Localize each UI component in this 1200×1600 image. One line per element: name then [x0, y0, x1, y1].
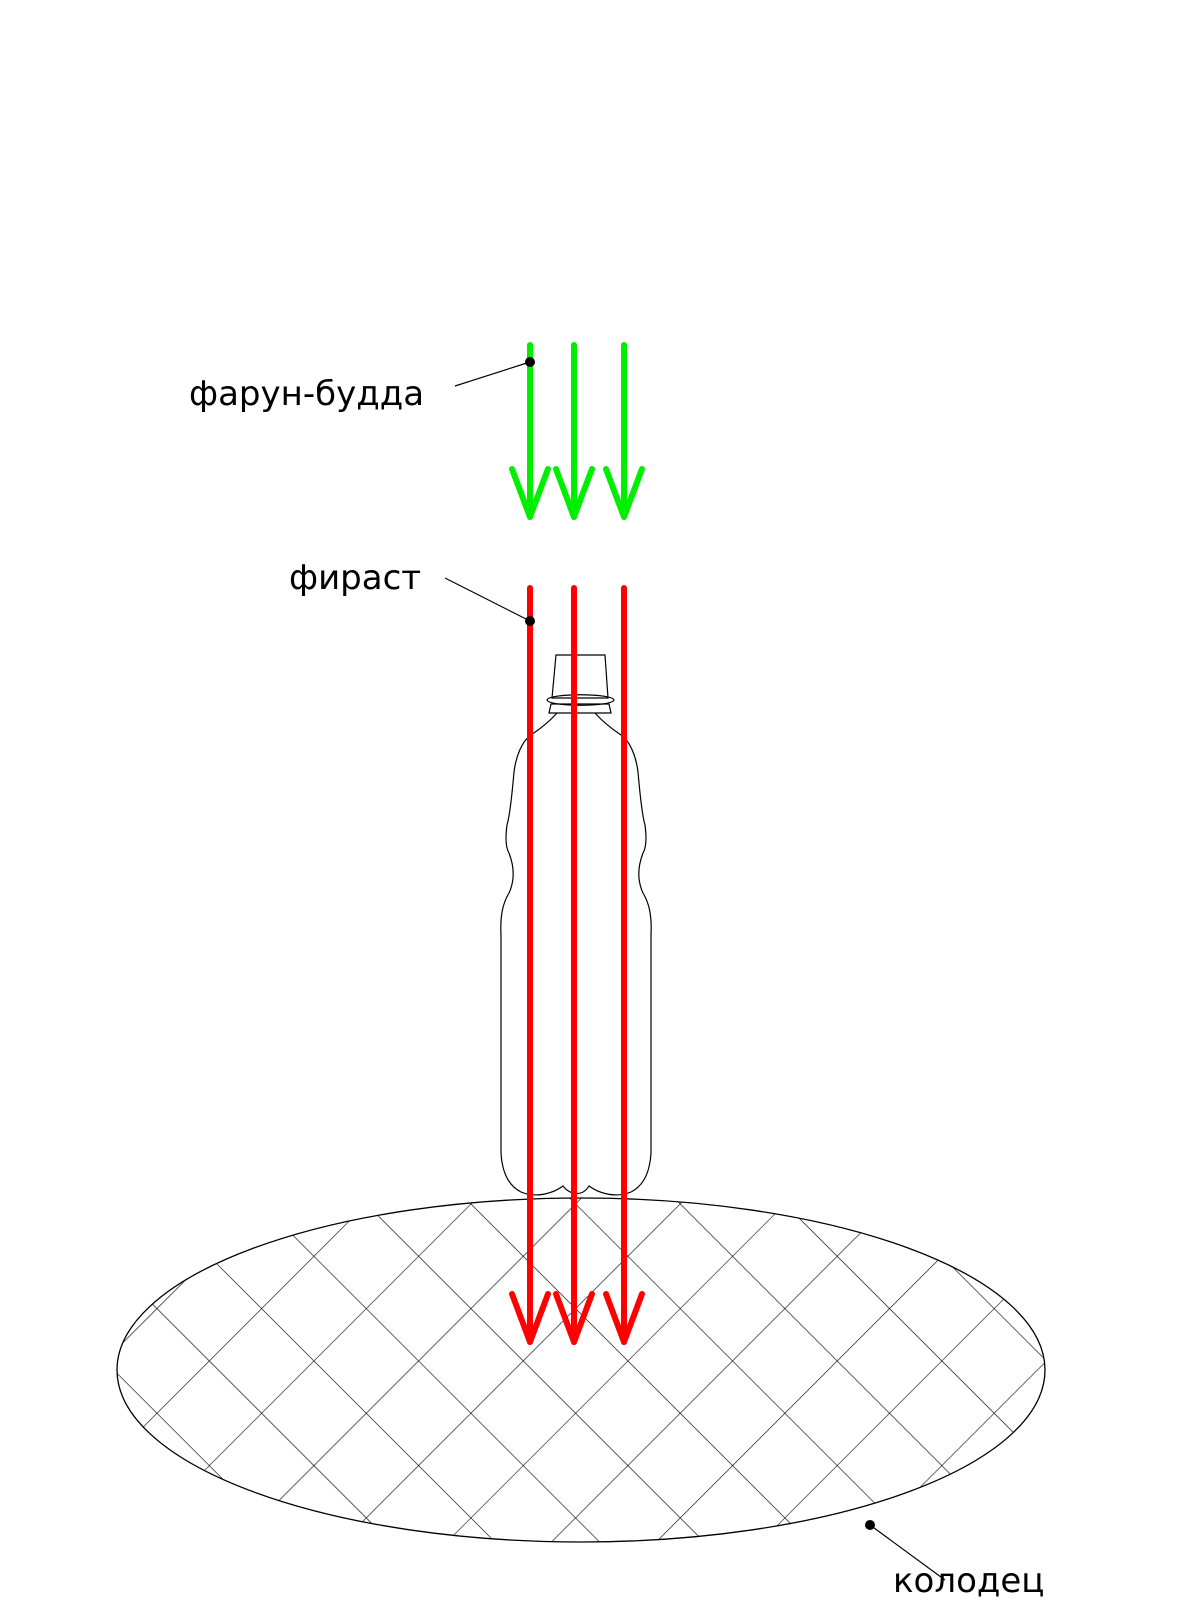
well — [116, 1197, 1046, 1543]
leader-dots — [525, 357, 875, 1530]
red-arrow-3 — [603, 585, 645, 1345]
green-arrows — [509, 342, 645, 520]
label-firast: фираст — [289, 558, 421, 598]
well-outline — [116, 1197, 1046, 1543]
red-arrow-2 — [553, 585, 595, 1345]
leader-dot-well — [865, 1520, 875, 1530]
bottle-cap — [551, 654, 609, 699]
label-well: колодец — [893, 1561, 1044, 1600]
leaders — [444, 361, 946, 1581]
leader-line-green — [454, 361, 531, 387]
green-arrow-1 — [509, 342, 551, 520]
label-farun-buddha: фарун-будда — [189, 374, 424, 414]
green-arrow-3 — [603, 342, 645, 520]
leader-dot-red — [525, 616, 535, 626]
leader-line-red — [444, 577, 531, 622]
leader-dot-green — [525, 357, 535, 367]
bottle-neck-ring — [548, 703, 612, 714]
red-arrow-1 — [509, 585, 551, 1345]
green-arrow-2 — [553, 342, 595, 520]
red-arrows — [509, 585, 645, 1345]
leader-line-well — [869, 1524, 946, 1581]
